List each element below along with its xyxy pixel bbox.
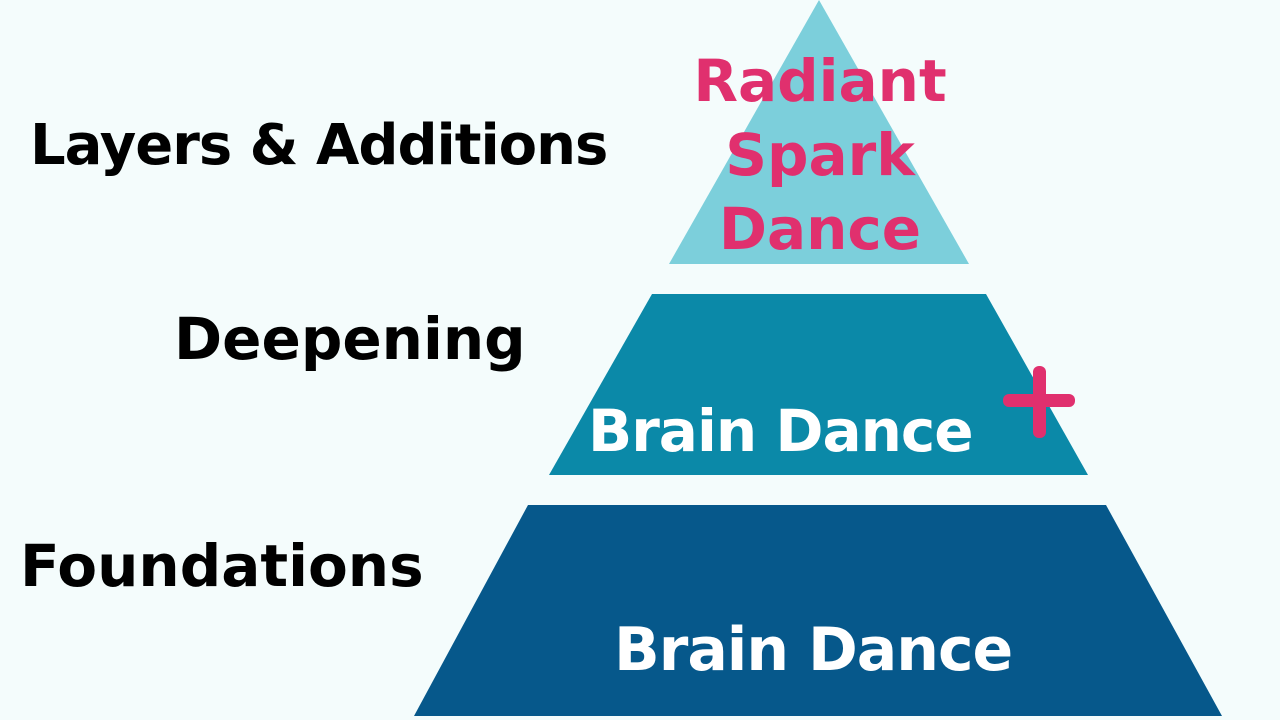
top-tier-line: Spark [725,121,915,189]
level-label-layers-additions: Layers & Additions [30,113,608,178]
bottom-tier-title: Brain Dance [614,615,1013,685]
pyramid-bottom-tier [414,505,1222,716]
level-label-foundations: Foundations [20,532,424,600]
pyramid-top-tier [669,0,969,264]
middle-tier-title: Brain Dance [588,397,974,465]
pyramid-middle-tier [549,294,1088,475]
level-label-deepening: Deepening [174,305,526,373]
top-tier-line: Radiant [693,47,947,115]
plus-icon-vertical-bar [1033,366,1046,438]
plus-icon [1003,366,1075,438]
top-tier-line: Dance [718,195,922,263]
top-tier-title: Radiant Spark Dance [640,44,1000,266]
